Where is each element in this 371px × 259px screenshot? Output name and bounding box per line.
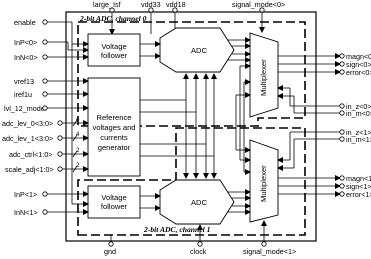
pin-iref1u[interactable] [42,91,48,97]
pin-adc-ctrl[interactable] [57,151,63,157]
label-signal-mode-0: signal_mode<0> [232,0,285,9]
ref-label-4: generator [98,143,131,152]
pin-adc-lev0[interactable] [57,120,63,126]
adc-1-label: ADC [191,198,208,207]
pin-error1[interactable] [339,191,345,197]
label-in-m1: in_m<1> [346,135,371,144]
mux-0-label: Multiplexer [259,59,268,96]
top-signals: large_Isf vdd33 vdd18 signal_mode<0> [93,0,285,35]
label-error0: error<0> [346,68,371,77]
reference-generator [87,77,141,177]
pin-magn1[interactable] [339,175,345,181]
label-enable: enable [14,18,36,27]
adc-0-label: ADC [191,46,208,55]
label-in-m0: in_m<0> [346,109,371,118]
label-iref1u: iref1u [14,90,32,99]
pin-in-m1[interactable] [339,136,345,142]
label-large-isf: large_Isf [93,0,121,9]
bus-width-4b: 4 [76,132,80,138]
bus-width-2a: 2 [76,148,80,154]
channel-1-region [77,127,306,236]
label-clock: clock [190,247,207,256]
adc-1 [159,179,235,225]
pin-sign1[interactable] [339,183,345,189]
ref-label-3: currents [100,133,128,142]
pin-in-z0[interactable] [339,103,345,109]
left-pins: enable InP<0> InN<0> vref13 iref1u lvl_1… [2,18,89,217]
pin-inp0[interactable] [42,39,48,45]
label-vdd18: vdd18 [166,0,186,9]
vf0-label-2: follower [101,51,128,60]
vf1-label-2: follower [101,202,128,211]
vf0-label-1: Voltage [101,42,126,51]
vf1-label-1: Voltage [101,193,126,202]
pin-clock[interactable] [197,241,203,247]
pin-in-z1[interactable] [339,129,345,135]
right-pins: magn<0> sign<0> error<0> in_z<0> in_m<0>… [339,52,371,199]
label-in-z1: in_z<1> [346,128,371,137]
pin-sign0[interactable] [339,61,345,67]
label-scale-adj: scale_adj<1:0> [5,165,54,174]
label-vref13: vref13 [14,77,34,86]
ref-label-1: Reference [96,113,131,122]
label-adc-lev0: adc_lev_0<3:0> [2,119,53,128]
label-inn1: InN<1> [14,208,38,217]
label-lvl12: lvl_12_mode [4,104,45,113]
label-adc-lev1: adc_lev_1<3:0> [2,134,53,143]
pin-lvl12[interactable] [42,105,48,111]
pin-inn0[interactable] [42,54,48,60]
label-inp0: InP<0> [14,38,37,47]
voltage-follower-1 [87,185,141,219]
pin-error0[interactable] [339,69,345,75]
pin-in-m0[interactable] [339,110,345,116]
pin-magn0[interactable] [339,53,345,59]
label-inp1: InP<1> [14,190,37,199]
label-sign1: sign<1> [346,182,371,191]
label-inn0: InN<0> [14,53,38,62]
label-magn0: magn<0> [346,52,371,61]
label-magn1: magn<1> [346,174,371,183]
label-sign0: sign<0> [346,60,371,69]
label-vdd33: vdd33 [141,0,161,9]
pin-scale-adj[interactable] [57,166,63,172]
label-gnd: gnd [104,247,116,256]
pin-inn1[interactable] [42,209,48,215]
chip-boundary [65,11,317,242]
label-adc-ctrl: adc_ctrl<1:0> [9,150,53,159]
channel-0-label: 2-bit ADC, channel 0 [79,14,147,23]
pin-enable[interactable] [42,19,48,25]
bus-width-4a: 4 [76,117,80,123]
channel-1-label: 2-bit ADC, channel 1 [143,225,211,234]
pin-vref13[interactable] [42,78,48,84]
adc-0 [159,27,235,73]
bottom-signals: gnd clock signal_mode<1> [104,220,296,256]
pin-adc-lev1[interactable] [57,135,63,141]
voltage-follower-0 [87,33,141,67]
ref-label-2: voltages and [92,123,135,132]
bus-width-2b: 2 [76,163,80,169]
label-in-z0: in_z<0> [346,102,371,111]
multiplexer-0 [249,32,279,118]
channel-0-region [77,21,306,127]
pin-inp1[interactable] [42,191,48,197]
pin-signal-mode-1[interactable] [261,241,267,247]
mux-1-label: Multiplexer [259,165,268,202]
pin-gnd[interactable] [108,241,114,247]
label-error1: error<1> [346,190,371,199]
label-signal-mode-1: signal_mode<1> [243,247,296,256]
